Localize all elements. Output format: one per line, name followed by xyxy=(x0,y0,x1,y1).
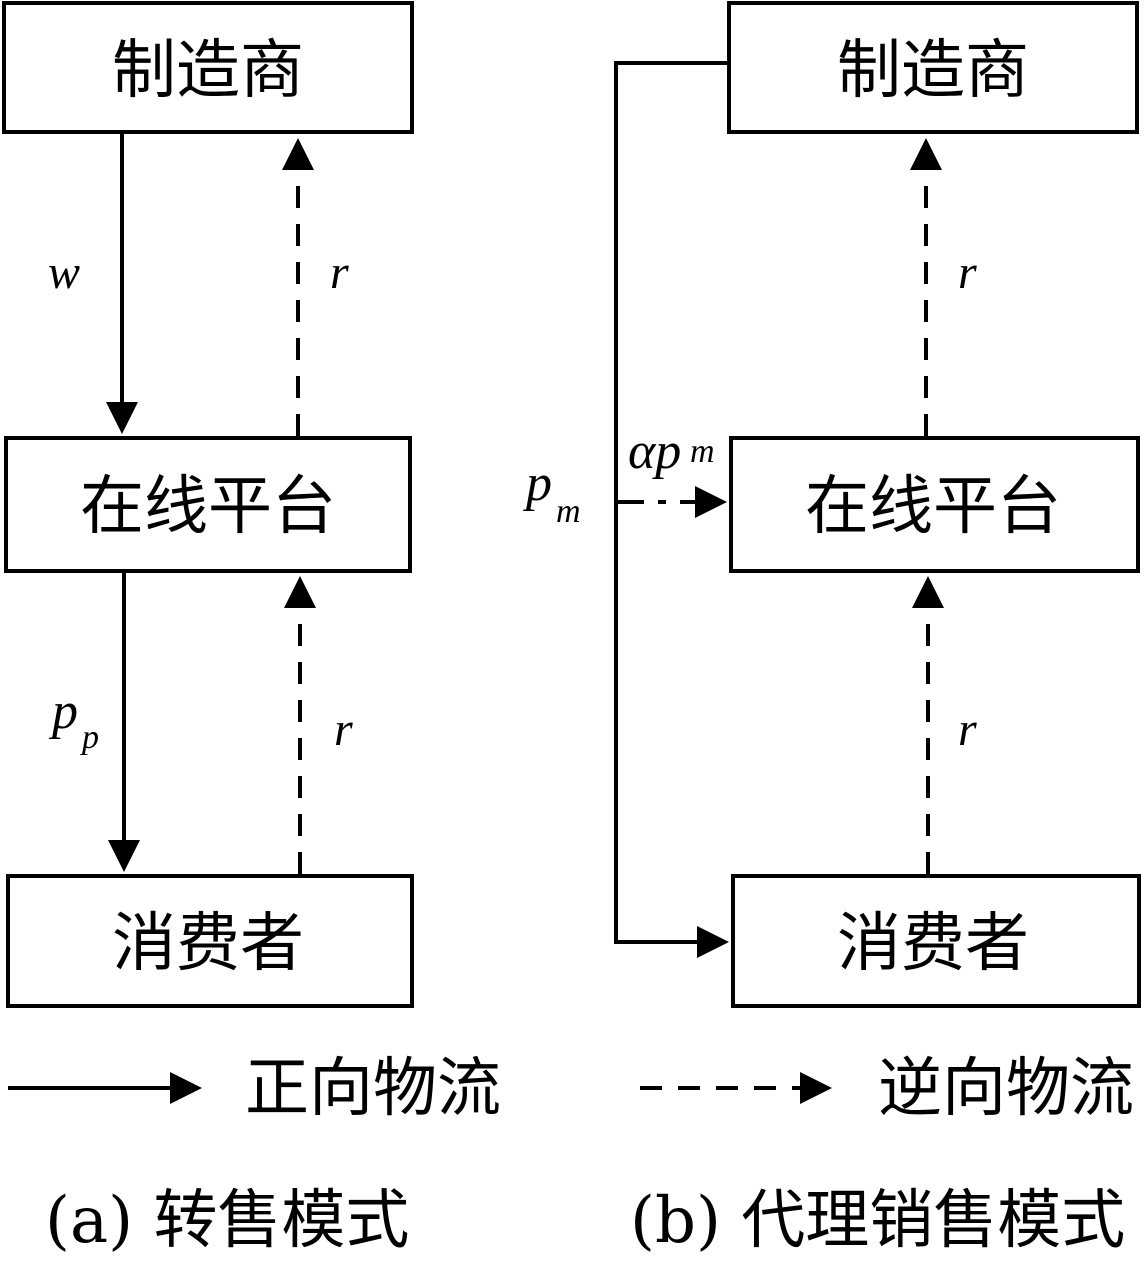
a-platform-label: 在线平台 xyxy=(80,470,336,544)
b-label-alpha-pm: αp m xyxy=(628,423,715,480)
legend: 正向物流 逆向物流 xyxy=(8,1052,1134,1126)
a-label-pp-main: p xyxy=(48,683,78,740)
b-label-alpha-pm-main: αp xyxy=(628,423,681,480)
a-manufacturer-node: 制造商 xyxy=(2,1,414,134)
b-label-alpha-pm-sub: m xyxy=(690,433,715,470)
b-label-pm: p m xyxy=(522,455,581,530)
b-label-r-bottom: r xyxy=(958,703,977,756)
b-label-r-top: r xyxy=(958,246,977,299)
b-platform-node: 在线平台 xyxy=(729,436,1140,573)
a-consumer-node: 消费者 xyxy=(6,874,414,1008)
b-label-pm-sub: m xyxy=(556,493,581,530)
legend-forward-label: 正向物流 xyxy=(245,1052,501,1126)
b-arrow-manufacturer-to-consumer xyxy=(614,61,729,958)
a-label-w: w xyxy=(48,246,80,299)
b-platform-label: 在线平台 xyxy=(805,470,1061,544)
a-label-pp: p p xyxy=(48,683,99,756)
a-label-pp-sub: p xyxy=(80,719,99,756)
b-consumer-label: 消费者 xyxy=(837,907,1029,981)
a-manufacturer-label: 制造商 xyxy=(112,34,304,108)
caption-a: (a) 转售模式 xyxy=(45,1184,409,1258)
a-label-r-bottom: r xyxy=(334,703,353,756)
caption-b: (b) 代理销售模式 xyxy=(630,1184,1125,1258)
b-consumer-node: 消费者 xyxy=(731,874,1141,1008)
a-label-r-top: r xyxy=(330,246,349,299)
b-manufacturer-node: 制造商 xyxy=(727,1,1139,134)
legend-reverse-label: 逆向物流 xyxy=(878,1052,1134,1126)
a-consumer-label: 消费者 xyxy=(112,907,304,981)
b-label-pm-main: p xyxy=(522,455,552,512)
a-platform-node: 在线平台 xyxy=(4,436,412,573)
b-manufacturer-label: 制造商 xyxy=(837,34,1029,108)
